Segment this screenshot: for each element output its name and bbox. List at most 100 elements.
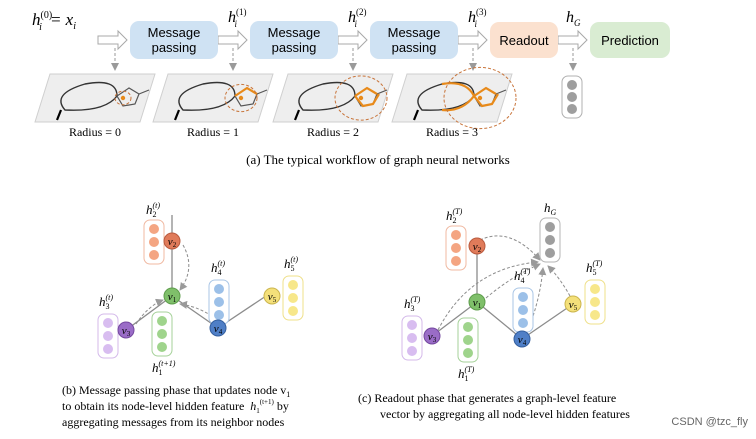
molecule-panel-1 [152, 73, 274, 123]
radius-label-2: Radius = 2 [307, 125, 359, 139]
caption-b: (b) Message passing phase that updates n… [62, 383, 290, 429]
panel-b-label-h2: h2(t) [146, 201, 160, 219]
panel-b-label-h4: h4(t) [211, 259, 225, 277]
down-arrows [111, 48, 577, 71]
molecule-panel-0 [34, 73, 156, 123]
pipeline-arrows [97, 29, 588, 51]
message-passing-box-2: Message passing [250, 21, 338, 59]
svg-text:passing: passing [392, 40, 437, 55]
molecule-ring [178, 81, 236, 111]
panel-c: v1 v2 v3 v4 v5 h2(T) hG h4(T) h5(T) h3(T… [358, 200, 630, 421]
panel-c-label-h2: h2(T) [446, 207, 463, 225]
svg-text:to obtain its node-level hidde: to obtain its node-level hidden featureh… [62, 398, 289, 415]
center-atom [358, 95, 364, 101]
svg-text:v2: v2 [168, 236, 177, 249]
watermark: CSDN @tzc_fly [671, 416, 748, 428]
radius-label-0: Radius = 0 [69, 125, 121, 139]
radius-circle [334, 75, 388, 121]
panel-c-label-h1: h1(T) [458, 365, 475, 383]
center-atom [120, 95, 126, 101]
svg-text:(b) Message passing phase that: (b) Message passing phase that updates n… [62, 383, 290, 399]
panel-c-label-h5: h5(T) [586, 259, 603, 277]
panel-c-node-v2: v2 [468, 237, 486, 255]
svg-text:Prediction: Prediction [601, 33, 659, 48]
prediction-box: Prediction [590, 22, 670, 58]
svg-text:vector by aggregating all node: vector by aggregating all node-level hid… [380, 407, 630, 421]
arrow-readout-to-prediction [557, 29, 588, 51]
svg-text:v2: v2 [473, 241, 482, 254]
svg-text:passing: passing [152, 40, 197, 55]
hidden-label-1: h(1)i [228, 7, 247, 29]
radius-label-1: Radius = 1 [187, 125, 239, 139]
center-atom [238, 95, 244, 101]
panel-c-feature-h4 [512, 287, 534, 333]
graph-label: hG [566, 9, 581, 28]
arrow-mp3-to-readout [457, 29, 488, 51]
molecule-ring [298, 81, 356, 111]
panel-b-node-v3: v3 [117, 321, 135, 339]
panel-b-feature-h4 [208, 279, 230, 325]
arrow-mp2-to-mp3 [337, 29, 368, 51]
svg-text:v5: v5 [569, 299, 578, 312]
svg-text:Message: Message [388, 25, 441, 40]
radius-circle [224, 83, 258, 113]
panel-c-feature-h1 [457, 317, 479, 363]
panel-c-feature-hg [539, 217, 561, 263]
panel-c-feature-h3 [401, 315, 423, 361]
svg-text:Message: Message [268, 25, 321, 40]
panel-c-node-v1: v1 [468, 293, 486, 311]
center-atom [477, 95, 483, 101]
molecule-ring [60, 81, 118, 111]
molecule-panel-3 [391, 66, 517, 130]
highlighted-bonds [354, 86, 380, 108]
radius-circle [443, 66, 517, 130]
svg-text:v3: v3 [122, 325, 131, 338]
panel-b-feature-h1 [151, 311, 173, 357]
panel-b-node-v5: v5 [263, 287, 281, 305]
molecule-panels [34, 66, 517, 130]
panel-c-feature-h2 [445, 225, 467, 271]
svg-text:v4: v4 [518, 334, 527, 347]
panel-c-label-h4: h4(T) [514, 267, 531, 285]
highlighted-bonds [441, 82, 499, 112]
hidden-label-2: h(2)i [348, 7, 367, 29]
graph-level-vector [561, 75, 583, 119]
hidden-label-3: h(3)i [468, 7, 487, 29]
svg-text:passing: passing [272, 40, 317, 55]
molecule-ring [417, 81, 475, 111]
panel-c-node-v4: v4 [513, 330, 531, 348]
input-label: h(0)i= xi [32, 10, 76, 33]
panel-c-label-hg: hG [544, 200, 557, 217]
caption-a: (a) The typical workflow of graph neural… [246, 152, 510, 167]
svg-text:v5: v5 [268, 291, 277, 304]
workflow-pipeline: h(0)i= xi Message passing Message passin… [32, 7, 670, 167]
panel-b: v1 v2 v3 v4 v5 h2(t) h4(t) h5(t) h3(t) h… [62, 201, 304, 429]
svg-text:Message: Message [148, 25, 201, 40]
caption-c: (c) Readout phase that generates a graph… [358, 391, 630, 421]
panel-c-node-v3: v3 [423, 327, 441, 345]
arrow-input-to-mp1 [97, 29, 128, 51]
panel-c-node-v5: v5 [564, 295, 582, 313]
panel-b-feature-h3 [97, 313, 119, 359]
panel-c-feature-h5 [584, 279, 606, 325]
radius-circle [114, 90, 132, 106]
readout-box: Readout [490, 22, 558, 58]
panel-b-feature-h2 [143, 219, 165, 265]
highlighted-bonds [234, 86, 258, 97]
panel-b-node-v1: v1 [163, 287, 181, 305]
svg-text:Readout: Readout [499, 33, 549, 48]
message-passing-box-3: Message passing [370, 21, 458, 59]
panel-b-node-v4: v4 [209, 319, 227, 337]
panel-b-label-h1: h1(t+1) [152, 359, 176, 377]
panel-b-label-h3: h3(t) [99, 293, 113, 311]
arrow-mp1-to-mp2 [217, 29, 248, 51]
svg-text:v3: v3 [428, 331, 437, 344]
panel-b-node-v2: v2 [163, 232, 181, 250]
panel-c-edges [431, 246, 574, 340]
panel-b-feature-h5 [282, 275, 304, 321]
message-passing-box-1: Message passing [130, 21, 218, 59]
radius-label-3: Radius = 3 [426, 125, 478, 139]
panel-b-label-h5: h5(t) [284, 255, 298, 273]
